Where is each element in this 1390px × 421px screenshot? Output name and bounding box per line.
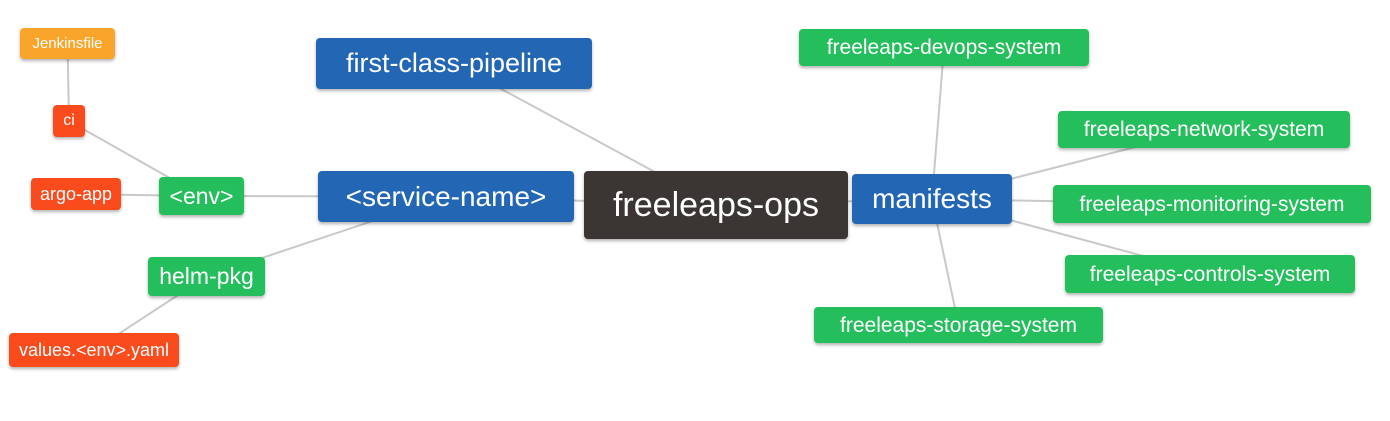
node-service-name[interactable]: <service-name>	[318, 171, 574, 222]
node-label: Jenkinsfile	[32, 35, 103, 52]
node-env[interactable]: <env>	[159, 177, 244, 215]
node-freeleaps-ops[interactable]: freeleaps-ops	[584, 171, 848, 239]
node-freeleaps-storage-system[interactable]: freeleaps-storage-system	[814, 307, 1103, 343]
node-label: freeleaps-controls-system	[1089, 262, 1331, 286]
node-values-env-yaml[interactable]: values.<env>.yaml	[9, 333, 179, 367]
node-label: freeleaps-devops-system	[826, 36, 1062, 59]
node-jenkinsfile[interactable]: Jenkinsfile	[20, 28, 115, 59]
node-label: <env>	[169, 182, 234, 209]
node-first-class-pipeline[interactable]: first-class-pipeline	[316, 38, 592, 89]
node-label: helm-pkg	[159, 263, 254, 289]
node-label: values.<env>.yaml	[18, 340, 170, 360]
node-freeleaps-network-system[interactable]: freeleaps-network-system	[1058, 111, 1350, 148]
node-ci[interactable]: ci	[53, 105, 85, 137]
node-freeleaps-controls-system[interactable]: freeleaps-controls-system	[1065, 255, 1355, 293]
node-freeleaps-monitoring-system[interactable]: freeleaps-monitoring-system	[1053, 185, 1371, 223]
node-label: ci	[63, 112, 75, 129]
node-label: freeleaps-ops	[612, 186, 819, 224]
node-label: <service-name>	[345, 180, 547, 212]
node-label: freeleaps-monitoring-system	[1079, 192, 1345, 216]
node-argo-app[interactable]: argo-app	[31, 178, 121, 210]
node-label: freeleaps-storage-system	[840, 313, 1077, 337]
node-label: first-class-pipeline	[345, 48, 563, 78]
node-helm-pkg[interactable]: helm-pkg	[148, 257, 265, 296]
node-freeleaps-devops-system[interactable]: freeleaps-devops-system	[799, 29, 1089, 66]
node-manifests[interactable]: manifests	[852, 174, 1012, 224]
node-label: manifests	[872, 183, 992, 214]
node-label: freeleaps-network-system	[1083, 118, 1325, 141]
node-label: argo-app	[39, 184, 113, 204]
edge-manifests-freeleaps-devops-system	[931, 47, 945, 200]
